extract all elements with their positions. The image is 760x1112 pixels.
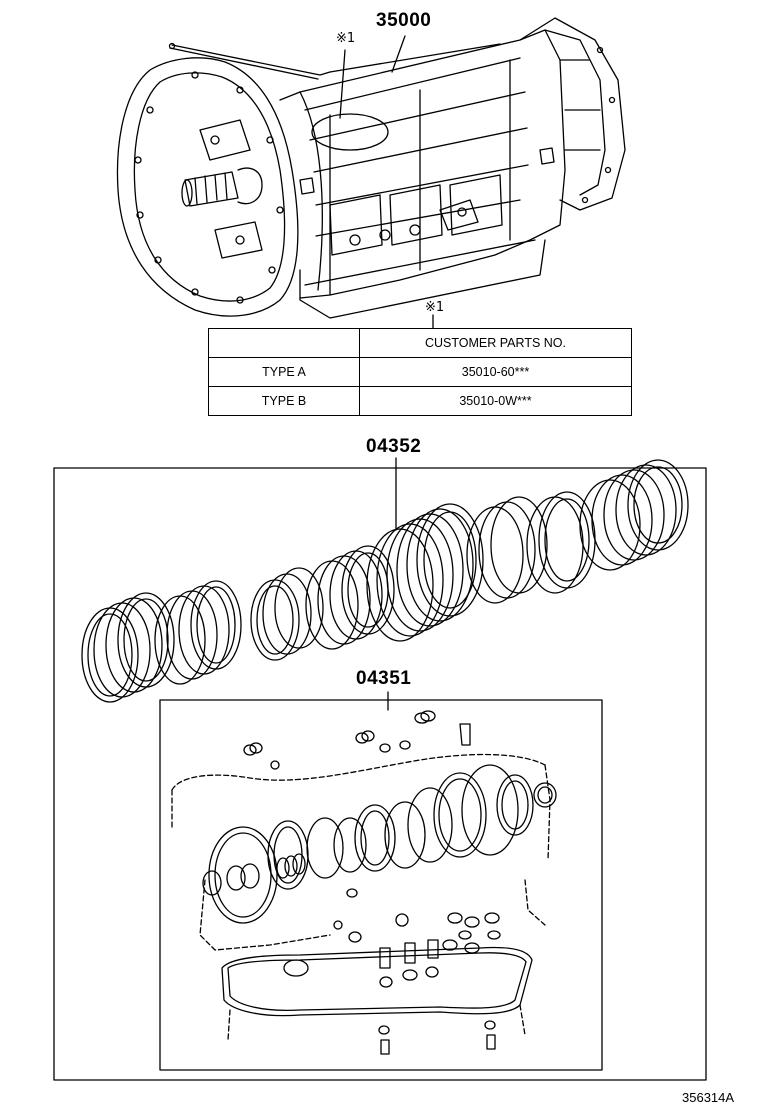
table-type-cell: TYPE B bbox=[208, 386, 360, 416]
table-type-cell: TYPE A bbox=[208, 357, 360, 387]
table-part-no-cell[interactable]: 35010-60*** bbox=[359, 357, 632, 387]
customer-parts-table: CUSTOMER PARTS NO. TYPE A 35010-60*** TY… bbox=[208, 328, 632, 416]
note-mark-label: ※1 bbox=[336, 31, 356, 46]
table-header-cell: CUSTOMER PARTS NO. bbox=[359, 328, 632, 358]
callout-04352[interactable]: 04352 bbox=[366, 436, 422, 457]
table-header-cell bbox=[208, 328, 360, 358]
table-note-mark: ※1 bbox=[425, 300, 445, 315]
kit-04351-frame bbox=[159, 699, 603, 1071]
table-header-row: CUSTOMER PARTS NO. bbox=[208, 328, 632, 358]
illustration-id: 356314A bbox=[682, 1090, 735, 1105]
table-part-no-cell[interactable]: 35010-0W*** bbox=[359, 386, 632, 416]
leader-35000 bbox=[391, 35, 406, 73]
table-row: TYPE A 35010-60*** bbox=[208, 357, 632, 387]
kit-04352-frame bbox=[53, 467, 707, 1081]
clutch-disc-set-illustration[interactable] bbox=[81, 459, 689, 703]
gasket-kit-illustration[interactable] bbox=[171, 710, 557, 1055]
table-row: TYPE B 35010-0W*** bbox=[208, 386, 632, 416]
transmission-assembly-illustration[interactable] bbox=[116, 17, 626, 319]
callout-35000[interactable]: 35000 bbox=[376, 10, 432, 31]
callout-04351[interactable]: 04351 bbox=[356, 668, 412, 689]
leader-note-1 bbox=[339, 49, 346, 119]
